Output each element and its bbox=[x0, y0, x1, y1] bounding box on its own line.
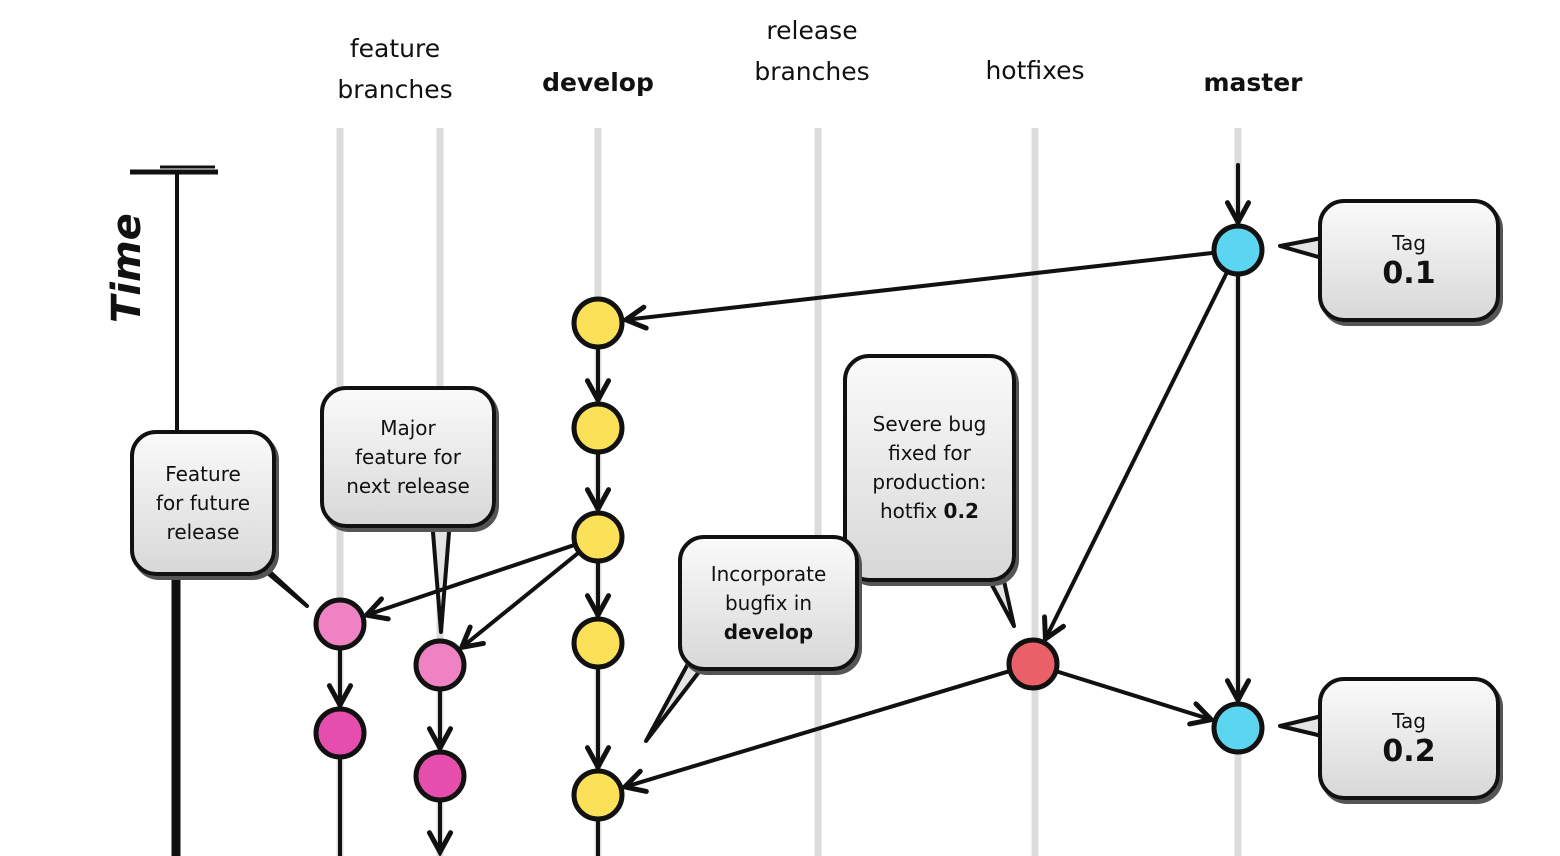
header-line: feature bbox=[349, 34, 441, 63]
callout-line: Major bbox=[380, 415, 436, 440]
callout-text: hotfix bbox=[880, 499, 944, 523]
edge-d3-fa1 bbox=[364, 542, 578, 618]
edge-m1-d1 bbox=[623, 250, 1217, 322]
commit-node-feature-2 bbox=[413, 638, 467, 692]
header-master: master bbox=[1203, 68, 1303, 97]
header-feature-branches: feature branches bbox=[337, 28, 452, 110]
header-line: branches bbox=[337, 75, 453, 104]
commit-node-feature-1 bbox=[313, 706, 367, 760]
commit-node-develop bbox=[571, 616, 625, 670]
edge-d1-d2-arrowhead bbox=[584, 378, 612, 406]
commit-node-hotfix bbox=[1006, 637, 1060, 691]
edge-d2-d3-arrowhead bbox=[584, 487, 612, 515]
callout-line: next release bbox=[346, 473, 470, 498]
edge-fa1-fa2-arrowhead bbox=[326, 683, 354, 711]
callout-line: fixed for bbox=[888, 441, 971, 465]
commit-node-feature-2 bbox=[413, 749, 467, 803]
edge-m1-m2-arrowhead bbox=[1224, 678, 1252, 706]
tag-label: Tag bbox=[1392, 708, 1426, 733]
edge-h1-m2 bbox=[1053, 669, 1214, 722]
callout-line: feature for bbox=[354, 444, 462, 469]
callout-tail-incorporate bbox=[644, 658, 707, 743]
edge-d3-fb1 bbox=[459, 550, 582, 650]
edge-h1-d5 bbox=[622, 668, 1013, 789]
edge-d3-d4-arrowhead bbox=[584, 593, 612, 621]
callout-severe-bug: Severe bug fixed for production: hotfix … bbox=[843, 354, 1016, 582]
header-develop: develop bbox=[542, 68, 654, 97]
time-label: Time bbox=[104, 213, 150, 323]
commit-node-master bbox=[1211, 701, 1265, 755]
callout-tail-tag2 bbox=[1278, 714, 1324, 738]
commit-node-develop bbox=[571, 510, 625, 564]
commit-node-master bbox=[1211, 223, 1265, 277]
callout-line: Feature bbox=[165, 461, 241, 486]
callout-tail-major-feature bbox=[430, 518, 452, 634]
tag-label: Tag bbox=[1392, 230, 1426, 255]
commit-node-develop bbox=[571, 296, 625, 350]
callout-line: hotfix 0.2 bbox=[880, 497, 979, 526]
callout-tag-0-1: Tag 0.1 bbox=[1318, 199, 1500, 322]
header-release-branches: release branches bbox=[754, 10, 869, 92]
callout-line: for future bbox=[155, 490, 251, 515]
edge-fb1-fb2-arrowhead bbox=[426, 726, 454, 754]
callout-line: release bbox=[166, 519, 240, 544]
edge-d3-fa1-arrowhead bbox=[361, 596, 391, 622]
header-line: release bbox=[766, 16, 858, 45]
callout-major-feature: Major feature for next release bbox=[320, 386, 496, 528]
edge-h1-m2-arrowhead bbox=[1187, 701, 1217, 727]
edge-d3-fb1-arrowhead bbox=[457, 624, 486, 651]
edge-m1-h1 bbox=[1043, 269, 1230, 641]
commit-node-develop bbox=[571, 768, 625, 822]
edge-d4-d5-arrowhead bbox=[584, 745, 612, 773]
commit-node-feature-1 bbox=[313, 597, 367, 651]
edge-h1-d5-arrowhead bbox=[619, 768, 649, 794]
header-line: branches bbox=[754, 57, 870, 86]
edge-m1-h1-arrowhead bbox=[1042, 614, 1066, 644]
callout-line: production: bbox=[872, 470, 987, 494]
callout-incorporate: Incorporate bugfix in develop bbox=[678, 535, 859, 671]
callout-tail-tag1 bbox=[1278, 236, 1324, 260]
edge-into-master-arrowhead bbox=[1224, 200, 1252, 228]
tag-version: 0.2 bbox=[1382, 733, 1436, 769]
callout-line: Severe bug bbox=[872, 412, 987, 436]
callout-line: develop bbox=[723, 619, 814, 644]
commit-node-develop bbox=[571, 401, 625, 455]
callout-line: bugfix in bbox=[724, 590, 813, 615]
callout-tag-0-2: Tag 0.2 bbox=[1318, 677, 1500, 800]
callout-line: Incorporate bbox=[710, 561, 827, 586]
tag-version: 0.1 bbox=[1382, 255, 1436, 291]
hotfix-version: 0.2 bbox=[943, 499, 979, 523]
feature-2-continues-arrowhead bbox=[426, 830, 454, 856]
callout-tail-feature-future bbox=[256, 563, 309, 608]
edge-m1-d1-arrowhead bbox=[620, 304, 649, 331]
callout-feature-future: Feature for future release bbox=[130, 430, 276, 576]
header-hotfixes: hotfixes bbox=[985, 56, 1085, 85]
